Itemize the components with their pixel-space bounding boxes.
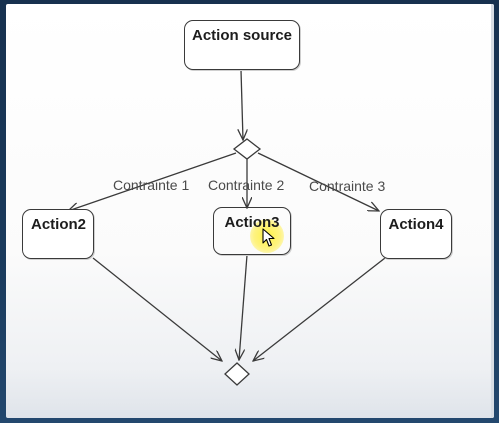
diagram-canvas[interactable]: Action source Action2 Action3 Action4 Co…	[6, 4, 494, 418]
guard-label-contrainte-3: Contrainte 3	[309, 178, 386, 194]
decision-node[interactable]	[232, 138, 262, 160]
merge-node[interactable]	[224, 362, 250, 386]
guard-label-contrainte-2: Contrainte 2	[208, 177, 285, 193]
diagram-edges	[6, 69, 386, 386]
action-source-node[interactable]: Action source	[184, 20, 300, 70]
action2-label: Action2	[31, 216, 87, 233]
action3-label: Action3	[224, 214, 280, 231]
edge-source-to-decision	[241, 69, 243, 140]
edge-action2-to-merge	[92, 257, 222, 361]
vertical-scrollbar[interactable]	[491, 4, 494, 418]
guard-label-contrainte-1: Contrainte 1	[113, 177, 190, 193]
action4-node[interactable]: Action4	[380, 209, 452, 259]
action-source-label: Action source	[191, 27, 293, 44]
edge-action3-to-merge	[239, 254, 248, 360]
action3-node[interactable]: Action3	[213, 207, 291, 255]
edge-decision-to-action4	[257, 152, 379, 211]
edge-action4-to-merge	[253, 257, 386, 361]
action2-node[interactable]: Action2	[22, 209, 94, 259]
action4-label: Action4	[388, 216, 444, 233]
edge-decision-to-action2	[68, 152, 237, 211]
mouse-pointer-icon	[262, 228, 275, 247]
